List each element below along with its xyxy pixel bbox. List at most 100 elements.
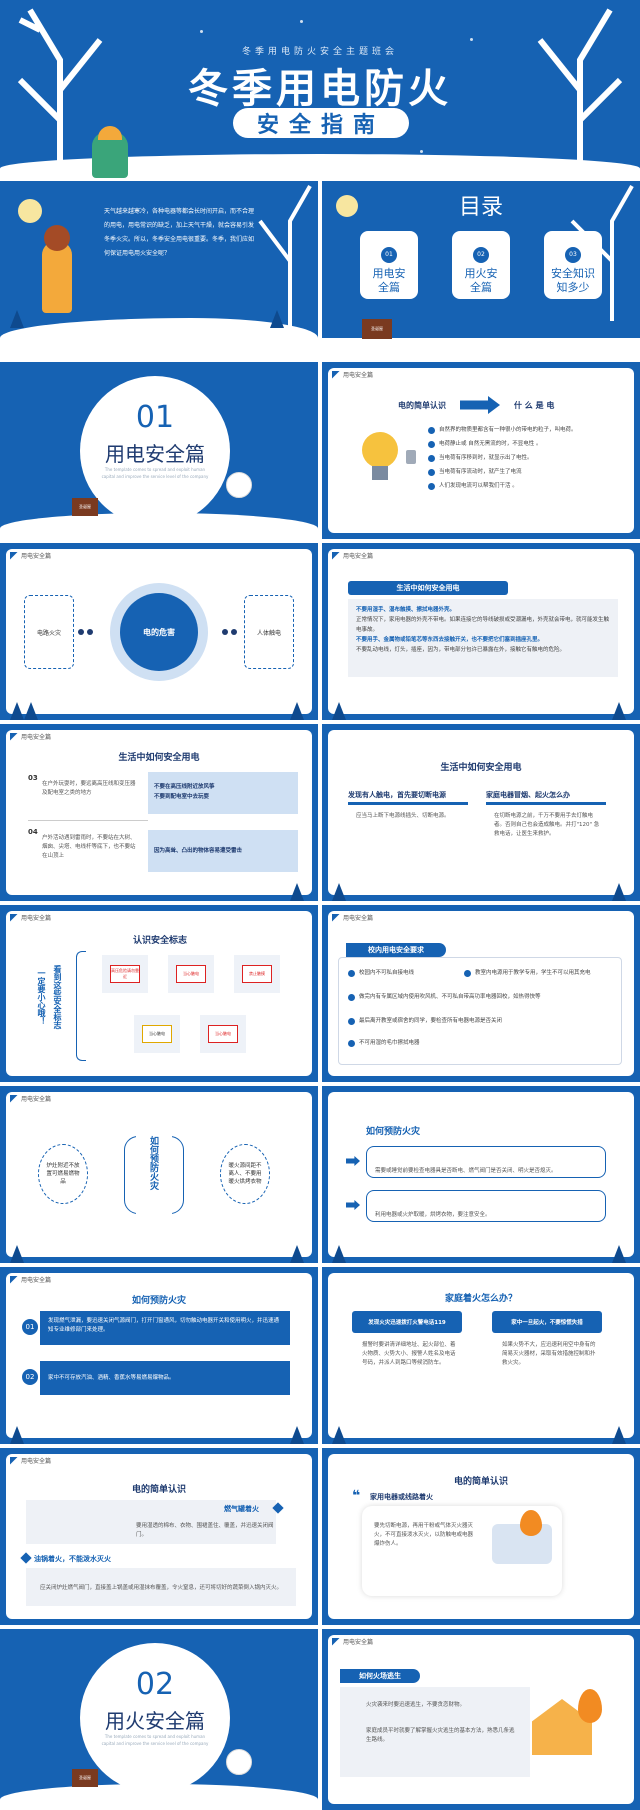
contents-item-1[interactable]: 01 用电安全篇 — [360, 231, 418, 299]
left-circle-text: 炉灶附近不放置可燃易燃物品 — [46, 1163, 80, 1185]
rule-box-4: 因为高耸、凸出的物体容易遭受雷击 — [148, 830, 298, 872]
hazard-right: 人体触电 — [256, 629, 281, 637]
contents-item-2[interactable]: 02 用火安全篇 — [452, 231, 510, 299]
house-illustration: 圣诞屋 — [362, 319, 392, 339]
section-bar: 如何火场逃生 — [340, 1669, 420, 1683]
home-fire-slide: 家庭着火怎么办？ 发现火灾迅速拨打火警电话119 报警时要讲清详细地址、起火部位… — [322, 1267, 640, 1444]
list-item: 教室内电源用于教学专用，学生不可以用其充电 — [464, 969, 614, 977]
list-item: 校园内不可私自接电线 — [348, 969, 458, 977]
plug-icon — [406, 450, 416, 464]
heading-right: 什 么 是 电 — [514, 401, 555, 410]
section-desc: The template comes to spread and exploit… — [101, 467, 209, 479]
rules-box — [338, 957, 622, 1065]
slide-label: 用电安全篇 — [10, 1094, 51, 1103]
sign-shock: 当心触电 — [168, 955, 214, 993]
contents-slide: 目录 01 用电安全篇 02 用火安全篇 03 安全知识知多少 圣诞屋 — [322, 181, 640, 358]
flame-icon — [520, 1510, 542, 1536]
rule-2: 不要用手、金属物或铅笔芯等东西去接触开关，也不要把它们塞到插座孔里。 — [356, 637, 544, 643]
card-2-text: 如果火势不大，应迅速利用空中身有的简易灭火器材，采取有效措施控制和扑救火灾。 — [502, 1342, 596, 1366]
right-circle-text: 暖火源间距不离人、不要用暖火烘烤衣物 — [228, 1163, 262, 1185]
rule-box-3: 不要在高压线附近放风筝 不要到配电室中去玩耍 — [148, 772, 298, 814]
moon-icon — [336, 195, 358, 217]
list-item: 当电荷有序流动时，就产生了电流 — [428, 468, 628, 476]
step-1-box: 发现燃气泄漏，要迅速关闭气源阀门，打开门窗通风，切勿触动电器开关和使用明火，并迅… — [40, 1311, 290, 1345]
hazard-left: 电路火灾 — [36, 629, 61, 637]
bare-tree-right — [537, 8, 623, 178]
left-circle: 炉灶附近不放置可燃易燃物品 — [38, 1144, 88, 1204]
point-2-box: 利用电器或火炉取暖，烘烤衣物，要注意安全。 — [366, 1190, 606, 1222]
step-2-text: 家中不可存放汽油、酒精、香蕉水等易燃易爆物品。 — [48, 1375, 175, 1381]
card-1-heading: 发现火灾迅速拨打火警电话119 — [352, 1311, 462, 1333]
contents-item-num: 02 — [473, 246, 489, 263]
cover-slide: 冬季用电防火安全主题班会 冬季用电防火 安全指南 — [0, 0, 640, 178]
cover-subtitle: 冬季用电防火安全主题班会 — [241, 47, 398, 57]
hazard-title: 电的危害 — [143, 627, 175, 637]
list-item: 电荷静止或 自然无黑流的时，不显电性 。 — [428, 440, 628, 448]
rule-box-3-line: 不要在高压线附近放风筝 — [154, 784, 215, 790]
rule-box-3-line: 不要到配电室中去玩耍 — [154, 794, 210, 800]
card-1-text: 应当马上断下电源线插头、切断电源。 — [356, 813, 450, 819]
case-1-box — [26, 1500, 276, 1544]
point-2-text: 利用电器或火炉取暖，烘烤衣物，要注意安全。 — [375, 1212, 491, 1218]
kid-hat — [98, 126, 122, 140]
list-item: 最后离开教室或宿舍的同学，要检查所有电器电源是否关闭 — [348, 1017, 608, 1025]
contents-item-num: 03 — [565, 246, 581, 263]
section-circle — [80, 1643, 230, 1793]
side-text-1: 看到这些安全标志 — [53, 965, 62, 1029]
case-1-heading: 燃气罐着火 — [224, 1505, 259, 1513]
case-2-heading: 油锅着火，不能泼水灭火 — [34, 1555, 111, 1563]
card-2-bar — [486, 802, 606, 805]
fire-prevention-slide-2: 如何预防火灾 需要或睡觉前要检查电器具是否断电、燃气阀门是否关闭、明火是否熄灭。… — [322, 1086, 640, 1263]
moon-icon — [18, 199, 42, 223]
content-box — [340, 1687, 530, 1777]
section-title: 用火安全篇 — [105, 1709, 205, 1733]
contents-item-label: 安全知识知多少 — [551, 266, 595, 294]
sign-electric: 当心触电 — [200, 1015, 246, 1053]
house-sign: 圣诞屋 — [79, 504, 91, 509]
hazard-left-box: 电路火灾 — [24, 595, 74, 669]
section-02-slide: 02 用火安全篇 The template comes to spread an… — [0, 1629, 318, 1810]
dots-right — [222, 629, 237, 635]
cover-title-2: 安全指南 — [256, 113, 385, 138]
slide-label: 用电安全篇 — [10, 551, 51, 560]
list-item: 不可用湿的毛巾擦拭电器 — [348, 1039, 608, 1047]
section-desc: The template comes to spread and exploit… — [101, 1734, 209, 1746]
card-1-heading: 发现有人触电，首先要切断电源 — [348, 791, 446, 799]
electric-hazard-slide: 用电安全篇 电的危害 电路火灾 人体触电 — [0, 543, 318, 720]
card-2-text: 在切断电源之前，千万不要用手去灯触电者。否则自己也会造成触电。并打"120" 急… — [494, 813, 600, 837]
slide-label: 用电安全篇 — [10, 1275, 51, 1284]
intro-slide: 天气越来越寒冷，各种电器等都会长时间开启，而不合理的用电，用电常识的缺乏，加上天… — [0, 181, 318, 358]
hazard-right-box: 人体触电 — [244, 595, 294, 669]
slide-label: 用电安全篇 — [332, 370, 373, 379]
list-item: 自然界的物质里都含有一种很小的带电的粒子，叫电荷。 — [428, 426, 628, 434]
list-item: 人们发现电流可以帮我们干活 。 — [428, 482, 628, 490]
right-circle: 暖火源间距不离人、不要用暖火烘烤衣物 — [220, 1144, 270, 1204]
center-vertical-title: 如何预防火灾 — [148, 1136, 158, 1190]
step-1-text: 发现燃气泄漏，要迅速关闭气源阀门，打开门窗通风，切勿触动电器开关和使用明火，并迅… — [48, 1318, 280, 1333]
contents-item-3[interactable]: 03 安全知识知多少 — [544, 231, 602, 299]
bare-tree — [258, 185, 312, 331]
section-bar: 校内用电安全要求 — [346, 943, 446, 957]
card-2-heading: 家中一旦起火，不要惊慌失措 — [492, 1311, 602, 1333]
slide-label: 用电安全篇 — [10, 1456, 51, 1465]
snowman-illustration — [226, 472, 252, 498]
slide-title: 如何预防火灾 — [366, 1127, 421, 1137]
safe-usage-slide-3: 生活中如何安全用电 发现有人触电，首先要切断电源 应当马上断下电源线插头、切断电… — [322, 724, 640, 901]
rule-1: 不要用湿手、湿布触摸、擦拭电器外壳。 — [356, 607, 456, 613]
house-sign: 圣诞屋 — [371, 326, 383, 331]
section-number: 02 — [135, 1667, 175, 1702]
rule-num-3: 03 — [28, 774, 38, 782]
card-1-bar — [348, 802, 468, 805]
dots-left — [78, 629, 93, 635]
rule-1-text: 正常情况下，家用电器的外壳不带电。如果连接它的导线破损或受潮漏电，外壳就会带电，… — [356, 617, 610, 633]
case-heading: 家用电器或线路着火 — [370, 1493, 433, 1501]
list-item: 当电荷有序移到时，就显示出了电性。 — [428, 454, 628, 462]
safety-signs-slide: 用电安全篇 认识安全标志 看到这些安全标志 一定要小心哦！ 高压危险请勿靠近 当… — [0, 905, 318, 1082]
campus-rules-slide: 用电安全篇 校内用电安全要求 校园内不可私自接电线 教室内电源用于教学专用，学生… — [322, 905, 640, 1082]
point-1-box: 需要或睡觉前要检查电器具是否断电、燃气阀门是否关闭、明火是否熄灭。 — [366, 1146, 606, 1178]
card-1-text: 报警时要讲清详细地址、起火部位、着火物质、火势大小、报警人姓名及电话号码，并派人… — [362, 1342, 456, 1366]
divider — [28, 820, 148, 821]
contents-item-num: 01 — [381, 246, 397, 263]
rule-2-text: 不要乱动电线，灯头，插座，因为，带电部分包许已暴露在外，接触它有触电的危险。 — [356, 647, 566, 653]
slide-title: 生活中如何安全用电 — [440, 763, 522, 773]
